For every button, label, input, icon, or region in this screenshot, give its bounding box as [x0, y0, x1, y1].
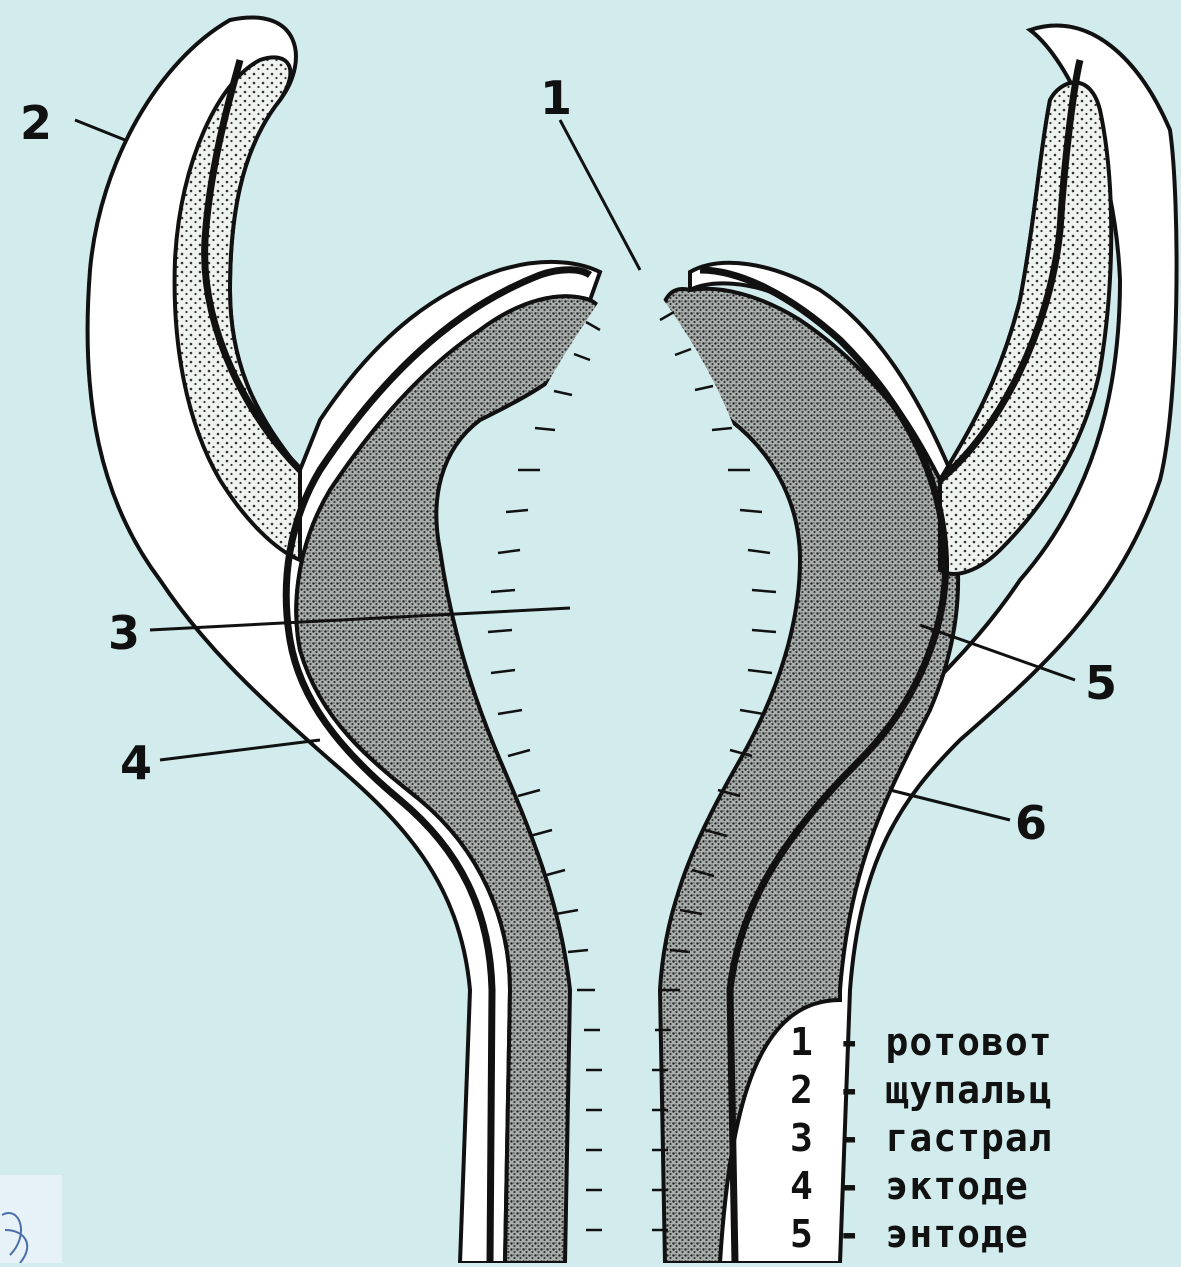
legend-item-2: 2 - щупальц	[790, 1068, 1053, 1112]
legend-item-5: 5 - энтоде	[790, 1212, 1029, 1256]
label-4: 4	[120, 740, 152, 786]
label-5: 5	[1085, 660, 1117, 706]
label-1: 1	[540, 75, 572, 121]
label-3: 3	[108, 610, 140, 656]
legend-item-3: 3 - гастрал	[790, 1116, 1053, 1160]
corner-decoration-icon	[0, 1175, 62, 1263]
legend: 1 - ротовот 2 - щупальц 3 - гастрал 4 - …	[790, 1010, 1181, 1263]
legend-item-4: 4 - эктоде	[790, 1164, 1029, 1208]
label-2: 2	[20, 100, 52, 146]
legend-item-1: 1 - ротовот	[790, 1020, 1053, 1064]
label-6: 6	[1015, 800, 1047, 846]
